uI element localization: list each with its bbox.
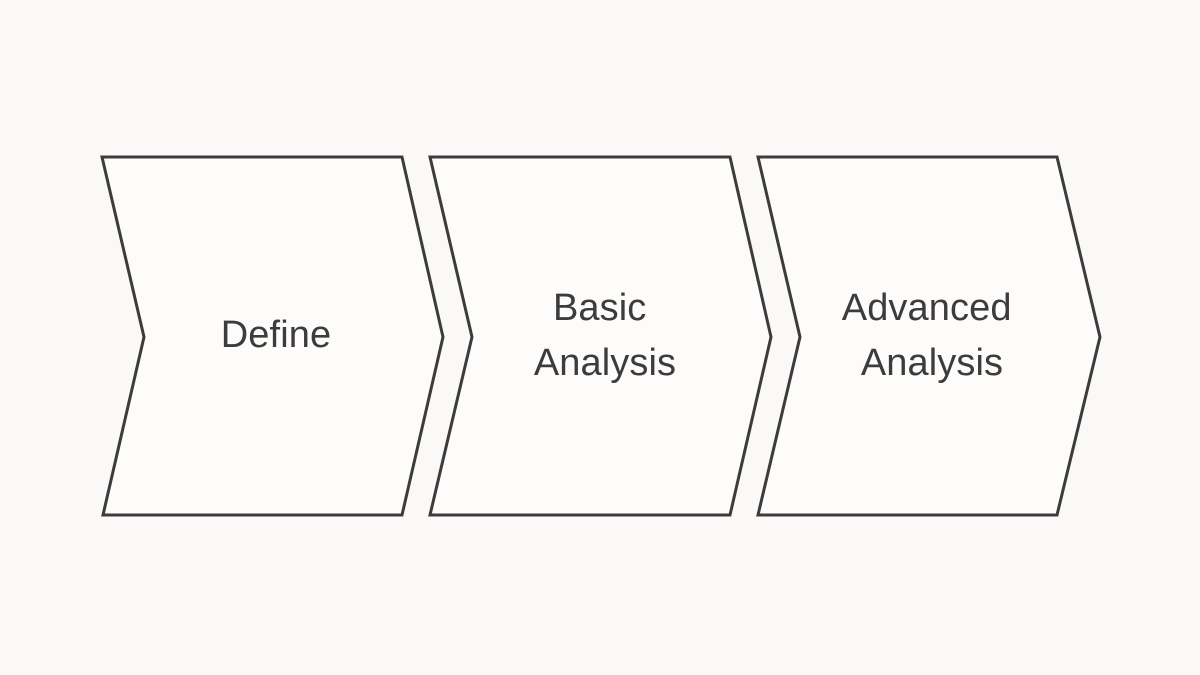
chevron-label-define-line-1: Define [221, 314, 331, 356]
chevron-step-basic-analysis[interactable]: Basic Analysis [428, 155, 773, 517]
chevron-label-advanced-analysis: Advanced Analysis [842, 287, 1023, 384]
chevron-shape-define[interactable] [100, 155, 445, 517]
chevron-label-advanced-analysis-line-2: Analysis [861, 342, 1003, 384]
chevron-step-advanced-analysis[interactable]: Advanced Analysis [756, 155, 1102, 517]
chevron-label-define: Define [221, 314, 331, 356]
chevron-shape-basic-analysis[interactable] [428, 155, 773, 517]
chevron-step-define[interactable]: Define [100, 155, 445, 517]
chevron-label-advanced-analysis-line-1: Advanced [842, 287, 1012, 329]
chevron-label-basic-analysis-line-2: Analysis [534, 342, 676, 384]
chevron-shape-advanced-analysis[interactable] [756, 155, 1102, 517]
chevron-label-basic-analysis-line-1: Basic [553, 287, 646, 329]
chevron-label-basic-analysis: Basic Analysis [534, 287, 676, 384]
